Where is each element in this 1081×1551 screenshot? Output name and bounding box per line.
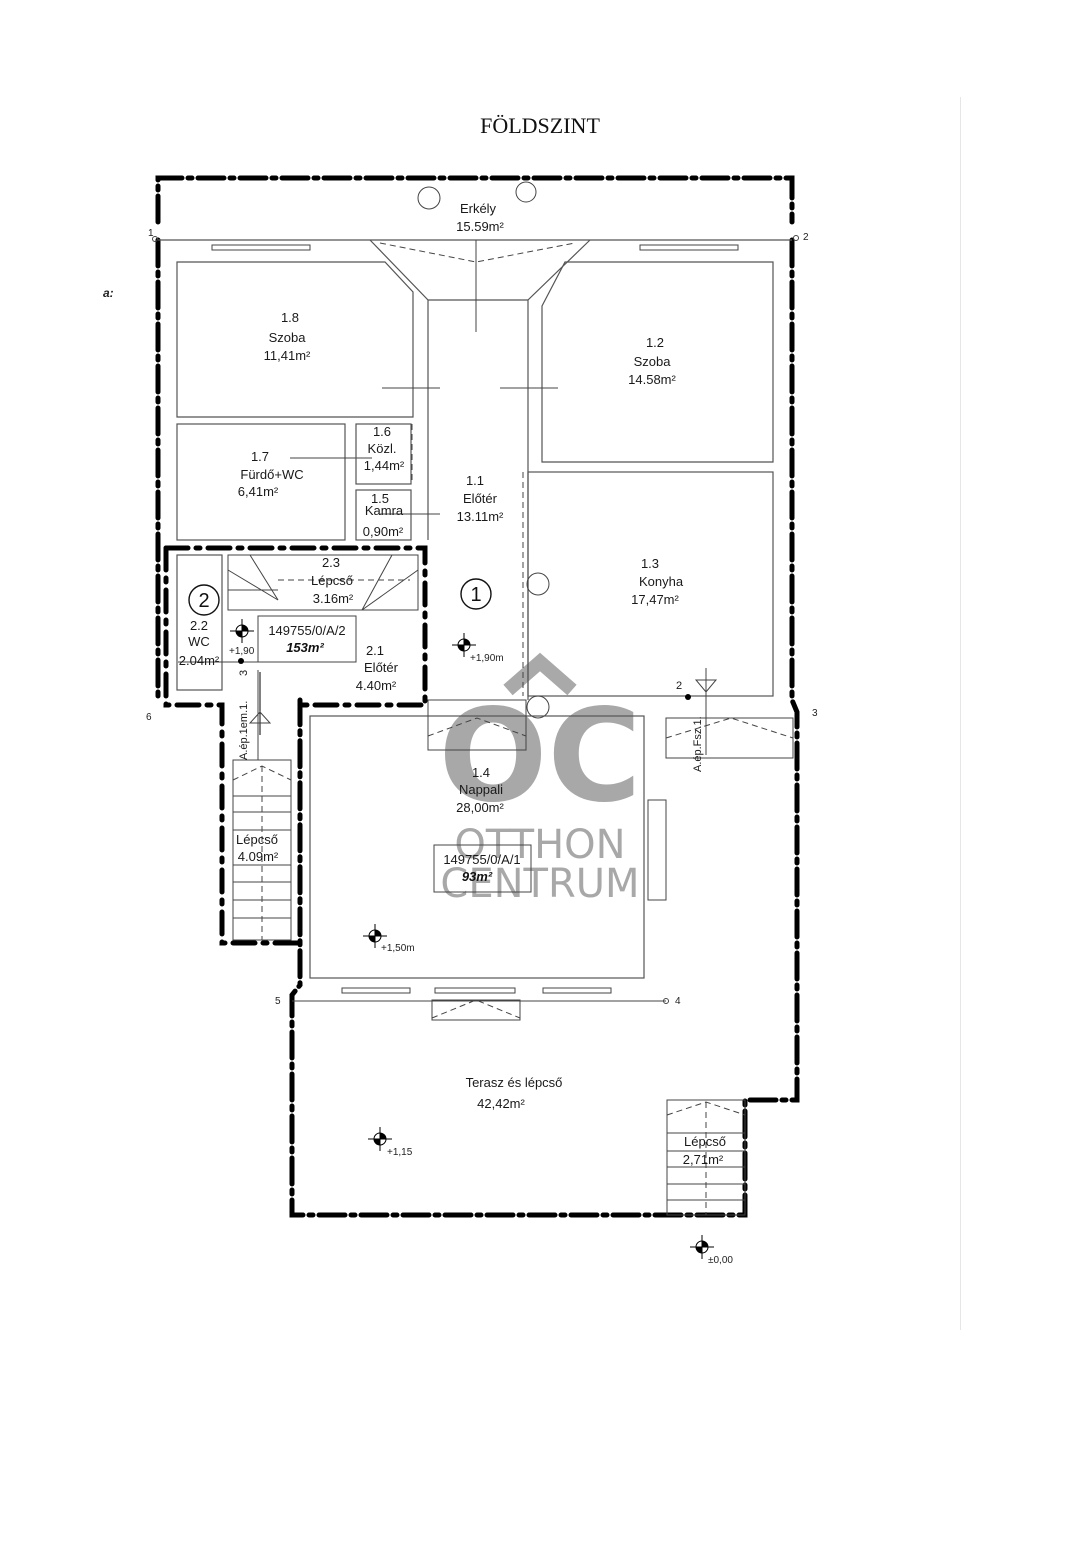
svg-text:1.5: 1.5 <box>371 491 389 506</box>
section-arrow-icon <box>248 711 272 724</box>
room-2-1: 2.1 Előtér 4.40m² <box>356 643 399 693</box>
level-label: +1,15 <box>387 1147 413 1158</box>
svg-text:1.8: 1.8 <box>281 310 299 325</box>
room-terasz: Terasz és lépcső 42,42m² <box>466 1075 563 1111</box>
corner-mark: 5 <box>275 996 281 1007</box>
svg-text:Közl.: Közl. <box>368 441 397 456</box>
level-marker-icon <box>452 633 476 657</box>
svg-text:1.2: 1.2 <box>646 335 664 350</box>
room-lepcso-right: Lépcső 2,71m² <box>683 1134 726 1167</box>
svg-text:1.4: 1.4 <box>472 765 490 780</box>
svg-text:2: 2 <box>198 590 209 612</box>
svg-text:153m²: 153m² <box>286 640 324 655</box>
svg-text:Szoba: Szoba <box>634 354 672 369</box>
svg-text:2.1: 2.1 <box>366 643 384 658</box>
level-label: +1,50m <box>381 943 415 954</box>
svg-text:Nappali: Nappali <box>459 782 503 797</box>
svg-text:Lépcső: Lépcső <box>311 573 353 588</box>
unit-label-a1: 149755/0/A/1 93m² <box>443 852 520 884</box>
svg-text:42,42m²: 42,42m² <box>477 1096 525 1111</box>
svg-text:2.04m²: 2.04m² <box>179 653 220 668</box>
svg-text:0,90m²: 0,90m² <box>363 524 404 539</box>
svg-text:Szoba: Szoba <box>269 330 307 345</box>
room-1-1: 1.1 Előtér 13.11m² <box>457 473 504 524</box>
svg-text:Konyha: Konyha <box>639 574 684 589</box>
svg-text:1.1: 1.1 <box>466 473 484 488</box>
section-label-left: A.ép.1em.1. <box>238 701 250 760</box>
unit-boundary-a2 <box>163 545 428 946</box>
svg-text:28,00m²: 28,00m² <box>456 800 504 815</box>
svg-text:Fürdő+WC: Fürdő+WC <box>240 467 303 482</box>
svg-text:13.11m²: 13.11m² <box>457 509 504 524</box>
watermark-line2: CENTRUM <box>440 861 639 907</box>
unit-marker-a1: 1 <box>460 578 492 610</box>
corner-mark: 3 <box>812 708 818 719</box>
room-1-5: 1.5 Kamra 0,90m² <box>363 491 404 539</box>
svg-text:Lépcső: Lépcső <box>236 832 278 847</box>
svg-text:4.40m²: 4.40m² <box>356 678 397 693</box>
svg-text:Előtér: Előtér <box>463 491 498 506</box>
svg-text:Erkély: Erkély <box>460 201 497 216</box>
room-1-6: 1.6 Közl. 1,44m² <box>364 424 405 473</box>
svg-text:149755/0/A/2: 149755/0/A/2 <box>268 623 345 638</box>
watermark-logo: OC OTTHON CENTRUM <box>439 652 642 907</box>
walls <box>158 181 794 1216</box>
room-2-3: 2.3 Lépcső 3.16m² <box>311 555 354 606</box>
svg-text:15.59m²: 15.59m² <box>456 219 504 234</box>
section-number-left: 3 <box>238 670 250 676</box>
svg-text:2.3: 2.3 <box>322 555 340 570</box>
room-1-3: 1.3 Konyha 17,47m² <box>631 556 684 607</box>
svg-text:11,41m²: 11,41m² <box>264 348 311 363</box>
unit-marker-a2: 2 <box>188 584 220 616</box>
svg-text:Lépcső: Lépcső <box>684 1134 726 1149</box>
corner-mark: 6 <box>146 712 152 723</box>
svg-text:1,44m²: 1,44m² <box>364 458 405 473</box>
room-erkely: Erkély 15.59m² <box>456 201 504 234</box>
svg-text:2,71m²: 2,71m² <box>683 1152 724 1167</box>
svg-text:149755/0/A/1: 149755/0/A/1 <box>443 852 520 867</box>
level-marker-icon <box>690 1235 714 1259</box>
level-label: +1,90m <box>470 653 504 664</box>
room-lepcso-left: Lépcső 4.09m² <box>236 832 279 864</box>
room-1-7: 1.7 Fürdő+WC 6,41m² <box>238 449 304 499</box>
svg-text:93m²: 93m² <box>462 869 493 884</box>
svg-text:Előtér: Előtér <box>364 660 399 675</box>
svg-text:14.58m²: 14.58m² <box>628 372 676 387</box>
svg-text:4.09m²: 4.09m² <box>238 849 279 864</box>
level-label: ±0,00 <box>708 1255 733 1266</box>
svg-text:1.6: 1.6 <box>373 424 391 439</box>
svg-text:1.7: 1.7 <box>251 449 269 464</box>
page-edge-line <box>960 97 961 1330</box>
svg-text:Kamra: Kamra <box>365 503 404 518</box>
room-1-4: 1.4 Nappali 28,00m² <box>456 765 504 815</box>
corner-mark: 1 <box>148 228 154 239</box>
room-1-2: 1.2 Szoba 14.58m² <box>628 335 676 387</box>
corner-mark: 2 <box>803 232 809 243</box>
svg-text:1.3: 1.3 <box>641 556 659 571</box>
svg-text:3.16m²: 3.16m² <box>313 591 354 606</box>
plan-title: FÖLDSZINT <box>480 113 600 138</box>
room-1-8: 1.8 Szoba 11,41m² <box>264 310 311 363</box>
section-number-right: 2 <box>676 680 682 692</box>
svg-text:2.2: 2.2 <box>190 618 208 633</box>
unit-label-a2: 149755/0/A/2 153m² <box>268 623 345 655</box>
level-marker-icon <box>230 619 254 643</box>
section-label-right: A.ép.Fsz.1. <box>692 716 704 772</box>
level-label: +1,90 <box>229 646 255 657</box>
stray-mark: a: <box>103 286 114 300</box>
watermark-oc: OC <box>439 682 642 831</box>
level-marker-icon <box>363 924 387 948</box>
svg-text:Terasz és lépcső: Terasz és lépcső <box>466 1075 563 1090</box>
svg-text:17,47m²: 17,47m² <box>631 592 679 607</box>
level-marker-icon <box>368 1127 392 1151</box>
room-2-2: 2.2 WC 2.04m² <box>179 618 220 668</box>
corner-mark: 4 <box>675 996 681 1007</box>
svg-text:WC: WC <box>188 634 210 649</box>
svg-text:1: 1 <box>470 584 481 606</box>
svg-text:6,41m²: 6,41m² <box>238 484 279 499</box>
